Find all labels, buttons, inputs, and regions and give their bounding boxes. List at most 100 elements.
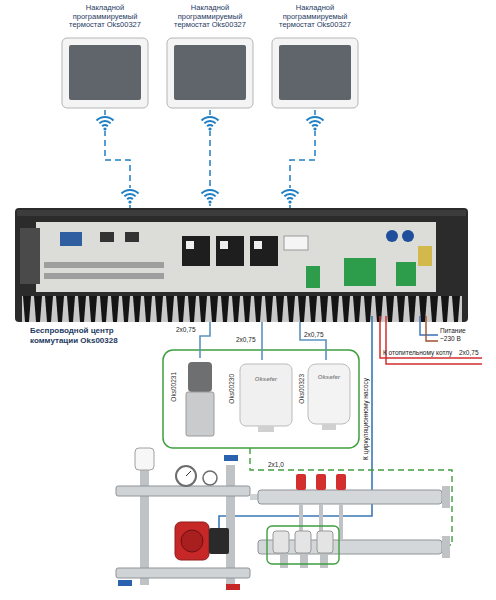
valve-handle — [226, 584, 240, 590]
controller-housing — [15, 208, 468, 322]
cable-spec: 2х0,75 — [176, 326, 196, 333]
boiler-cable — [380, 316, 482, 358]
cable-spec: 2х1,0 — [268, 461, 284, 468]
pump-motor — [181, 530, 203, 552]
manifold-bar — [258, 490, 442, 504]
device-heading: Накладной программируемый термостат Oks0… — [171, 4, 249, 30]
thermostat-screen — [174, 45, 246, 100]
wifi-symbol — [199, 115, 221, 131]
group-frame — [163, 350, 359, 448]
flow-meter-cap — [296, 474, 306, 490]
flow-meter-cap — [336, 474, 346, 490]
thermostat-screen — [69, 45, 141, 100]
cable-spec: 2х0,75 — [459, 349, 479, 356]
brand-logo: Oksefer — [240, 376, 292, 382]
thermometer — [203, 471, 217, 485]
boiler-cable — [386, 316, 482, 364]
power-cable — [420, 316, 438, 335]
pressure-gauge — [176, 466, 196, 486]
group-frame — [267, 526, 339, 564]
manifold-outlet — [280, 554, 288, 568]
thermostat-screen — [279, 45, 351, 100]
circuit-board — [36, 222, 436, 292]
wifi-symbol — [94, 115, 116, 131]
thermostat-body — [62, 38, 148, 108]
pipe — [140, 465, 149, 585]
pin-header — [44, 262, 164, 268]
manifold-outlet — [320, 554, 328, 568]
green-terminal — [344, 258, 376, 286]
thermostat: Накладной программируемый термостат Oks0… — [268, 2, 362, 110]
thermostat: Накладной программируемый термостат Oks0… — [163, 2, 257, 110]
board-component — [60, 232, 82, 246]
end-fitting — [442, 536, 450, 558]
thermo-actuator: Oks00231 — [168, 358, 220, 442]
actuator-base — [322, 424, 336, 430]
board-component — [100, 232, 114, 242]
model-number: Oks00323 — [298, 374, 305, 404]
device-heading: Накладной программируемый термостат Oks0… — [276, 4, 354, 30]
actuator-cap — [188, 362, 212, 392]
cable-destination: К отопительному котлу — [383, 349, 452, 356]
power-note: Питание ~230 В — [440, 327, 480, 343]
cable-connector — [261, 322, 263, 360]
terminal-block — [182, 236, 210, 266]
cable-connector — [200, 322, 210, 358]
terminal-block — [216, 236, 244, 266]
actuator-link-dashed — [250, 448, 452, 545]
cable-connector — [300, 322, 326, 360]
cable-channel-fins — [22, 296, 462, 322]
thermostat-body — [167, 38, 253, 108]
manifold-actuator — [317, 531, 333, 553]
wifi-symbol — [304, 115, 326, 131]
wifi-symbol — [279, 188, 301, 204]
terminal-screw — [186, 241, 194, 249]
board-component — [125, 232, 139, 242]
flow-meter-cap — [316, 474, 326, 490]
circulation-pump — [175, 522, 209, 560]
actuator-base — [258, 426, 274, 432]
wifi-symbol — [119, 188, 141, 204]
pin-header — [44, 273, 164, 279]
thermostatic-head — [135, 448, 154, 470]
manifold-outlet — [300, 554, 308, 568]
pump-terminal-box — [209, 528, 229, 554]
housing-edge — [17, 210, 466, 216]
device-heading: Накладной программируемый термостат Oks0… — [66, 4, 144, 30]
terminal-screw — [220, 241, 228, 249]
capacitor — [386, 230, 398, 242]
actuator-body — [308, 364, 350, 424]
actuator-body — [186, 392, 214, 436]
cable-spec: 2х0,75 — [304, 331, 324, 338]
pipe — [116, 568, 250, 578]
actuator-body — [240, 364, 292, 426]
terminal-block — [250, 236, 278, 266]
fuse-holder — [418, 246, 432, 266]
wifi-symbol — [199, 188, 221, 204]
board-sticker — [284, 236, 308, 250]
power-cable — [426, 316, 438, 341]
manifold-actuator — [273, 531, 289, 553]
terminal-screw — [254, 241, 262, 249]
model-number: Oks00231 — [170, 372, 177, 402]
pipe — [226, 465, 235, 585]
cable-destination: К циркуляционному насосу — [362, 378, 369, 460]
thermostat: Накладной программируемый термостат Oks0… — [58, 2, 152, 110]
green-terminal — [396, 262, 416, 286]
side-module — [20, 228, 40, 284]
green-terminal — [306, 266, 320, 288]
end-fitting — [442, 486, 450, 508]
gauge-needle — [186, 471, 191, 476]
cable-channel — [22, 296, 462, 322]
thermo-actuator: Oks00323Oksefer — [296, 360, 352, 434]
capacitor — [402, 230, 414, 242]
thermo-actuator: Oks00230 Oksefer — [226, 360, 294, 434]
model-number: Oks00230 — [228, 374, 235, 404]
valve-handle — [118, 580, 132, 586]
valve-handle — [224, 455, 238, 461]
pipe — [116, 486, 250, 496]
switching-center: Беспроводной центр коммутации Oks00328 — [15, 208, 468, 322]
device-heading: Беспроводной центр коммутации Oks00328 — [30, 326, 130, 345]
manifold-actuator — [295, 531, 311, 553]
cable-spec: 2х0,75 — [236, 336, 256, 343]
